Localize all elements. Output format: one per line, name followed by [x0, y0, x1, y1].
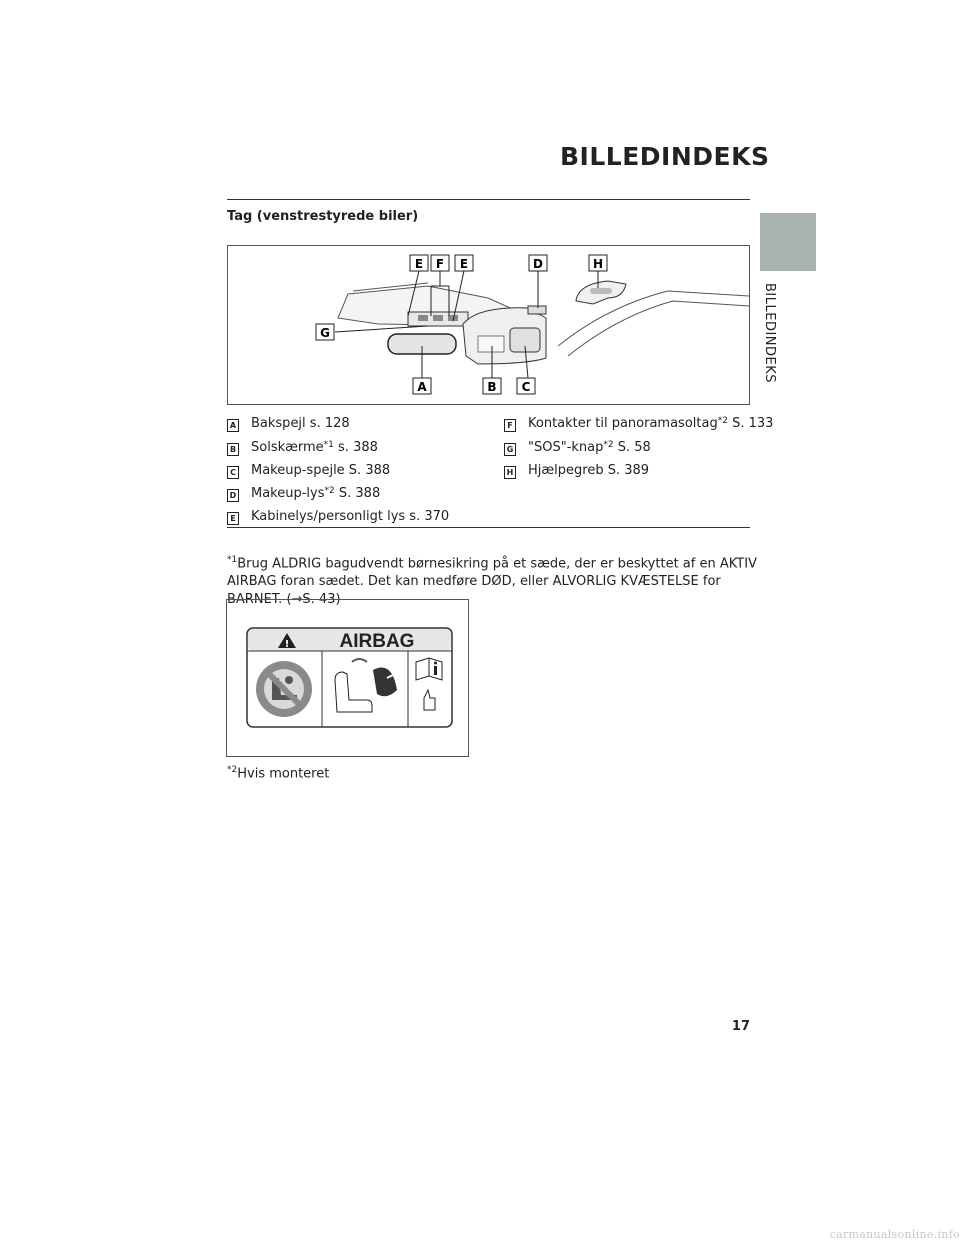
airbag-warning-figure: ! AIRBAG — [226, 599, 469, 757]
roof-illustration: E F E D H G A B C — [227, 245, 750, 405]
legend-sup: *1 — [323, 440, 334, 450]
legend-item-g: G "SOS"-knap*2 S. 58 — [504, 440, 651, 456]
legend-divider — [227, 527, 750, 528]
title-divider — [227, 199, 750, 200]
callout-h: H — [588, 254, 608, 272]
svg-text:C: C — [522, 380, 531, 394]
legend-text: Hjælpegreb S. 389 — [528, 463, 650, 478]
svg-text:!: ! — [285, 639, 290, 650]
legend-item-b: B Solskærme*1 s. 388 — [227, 440, 378, 456]
callout-d: D — [528, 254, 548, 272]
svg-text:A: A — [417, 380, 427, 394]
legend-text: Solskærme — [251, 440, 324, 455]
watermark: carmanualsonline.info — [829, 1228, 960, 1241]
footnote-2: *2Hvis monteret — [227, 765, 329, 781]
owners-manual-icon — [415, 657, 443, 711]
footnote-1-text: Brug ALDRIG bagudvendt børnesikring på e… — [227, 556, 757, 608]
chapter-tab-label-text: BILLEDINDEKS — [762, 283, 777, 384]
legend-sup: *2 — [717, 416, 728, 426]
legend-item-d: D Makeup-lys*2 S. 388 — [227, 486, 380, 502]
roof-illustration-drawing: E F E D H G A B C — [315, 254, 750, 395]
no-child-seat-icon — [256, 661, 312, 717]
svg-text:F: F — [436, 257, 444, 271]
callout-e1: E — [409, 254, 429, 272]
legend-sup: *2 — [324, 486, 335, 496]
legend-sup: *2 — [603, 440, 614, 450]
warning-triangle-icon — [278, 633, 296, 648]
footnote-1-mark: *1 — [227, 555, 238, 565]
callout-f: F — [430, 254, 450, 272]
legend-text: Makeup-spejle S. 388 — [251, 463, 391, 478]
svg-text:B: B — [487, 380, 496, 394]
legend-text: "SOS"-knap — [528, 440, 604, 455]
legend-text: Kabinelys/personligt lys s. 370 — [251, 509, 450, 524]
footnote-2-mark: *2 — [227, 765, 238, 775]
airbag-label-text: AIRBAG — [340, 631, 415, 652]
callout-b: B — [482, 377, 502, 395]
legend-page: S. 133 — [727, 416, 774, 431]
legend-letter: A — [227, 419, 239, 432]
legend-text: Kontakter til panoramasoltag — [528, 416, 718, 431]
footnote-2-text: Hvis monteret — [237, 766, 330, 782]
callout-a: A — [412, 377, 432, 395]
svg-text:H: H — [593, 257, 603, 271]
legend-letter: F — [504, 419, 516, 432]
legend-item-h: H Hjælpegreb S. 389 — [504, 463, 649, 479]
callout-e2: E — [454, 254, 474, 272]
legend-page: s. 388 — [333, 440, 378, 455]
callout-c: C — [516, 377, 536, 395]
legend-text: Makeup-lys — [251, 486, 325, 501]
seat-airbag-icon — [334, 658, 397, 713]
page-number: 17 — [731, 1019, 750, 1034]
callout-g: G — [315, 323, 335, 341]
legend-letter: G — [504, 443, 516, 456]
section-heading: Tag (venstrestyrede biler) — [227, 209, 419, 224]
svg-text:D: D — [533, 257, 543, 271]
legend-letter: B — [227, 443, 239, 456]
legend-letter: C — [227, 466, 239, 479]
footnote-1: *1Brug ALDRIG bagudvendt børnesikring på… — [227, 551, 757, 609]
legend-item-c: C Makeup-spejle S. 388 — [227, 463, 390, 479]
chapter-tab — [760, 213, 816, 271]
legend-letter: D — [227, 489, 239, 502]
airbag-warning-label: ! AIRBAG — [246, 627, 453, 728]
legend-item-e: E Kabinelys/personligt lys s. 370 — [227, 509, 449, 525]
legend-text: Bakspejl s. 128 — [251, 416, 350, 431]
legend-letter: H — [504, 466, 516, 479]
legend-item-f: F Kontakter til panoramasoltag*2 S. 133 — [504, 416, 773, 432]
chapter-tab-label: BILLEDINDEKS — [753, 283, 783, 393]
svg-text:G: G — [320, 326, 330, 340]
svg-text:E: E — [460, 257, 468, 271]
svg-text:E: E — [415, 257, 423, 271]
legend-item-a: A Bakspejl s. 128 — [227, 416, 350, 432]
legend-page: S. 58 — [613, 440, 651, 455]
legend-page: S. 388 — [334, 486, 381, 501]
legend-letter: E — [227, 512, 239, 525]
page-title: BILLEDINDEKS — [560, 142, 770, 171]
